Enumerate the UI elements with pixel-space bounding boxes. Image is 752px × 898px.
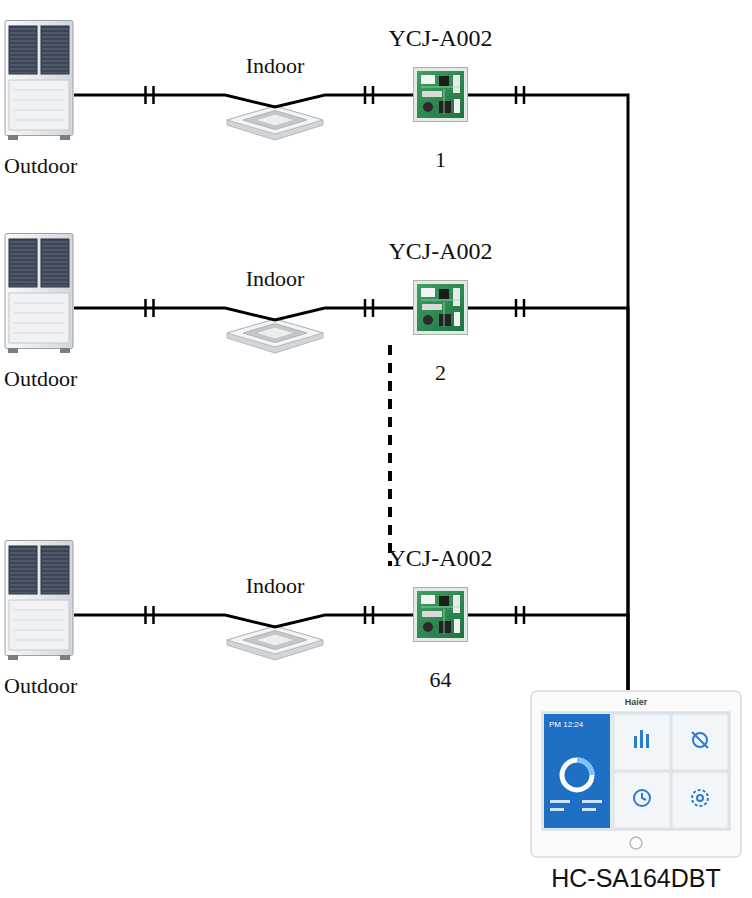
board-picture — [414, 588, 468, 642]
board-picture — [414, 68, 468, 122]
unit-label: Outdoor — [4, 673, 77, 698]
break-mark — [144, 299, 147, 317]
break-mark — [523, 299, 526, 317]
brand-label: Haier — [530, 697, 742, 707]
outdoor-unit-picture — [5, 21, 73, 141]
indoor-unit-picture — [225, 308, 325, 353]
indoor-unit-picture — [225, 95, 325, 140]
unit-label: Indoor — [246, 573, 305, 598]
signal-wire — [468, 308, 628, 690]
board-picture — [414, 281, 468, 335]
outdoor-node: Outdoor — [4, 20, 74, 140]
outdoor-unit-picture — [5, 234, 73, 354]
signal-wire — [325, 94, 413, 97]
break-mark — [364, 606, 367, 624]
indoor-node: Indoor — [225, 303, 325, 358]
signal-wire — [74, 307, 225, 310]
break-mark — [144, 86, 147, 104]
break-mark — [144, 606, 147, 624]
board-node: YCJ-A0021 — [413, 67, 468, 122]
break-mark — [372, 86, 375, 104]
outdoor-node: Outdoor — [4, 540, 74, 660]
break-mark — [515, 606, 518, 624]
board-node: YCJ-A0022 — [413, 280, 468, 335]
break-mark — [372, 606, 375, 624]
break-mark — [364, 86, 367, 104]
break-mark — [372, 299, 375, 317]
break-mark — [515, 86, 518, 104]
break-mark — [523, 86, 526, 104]
board-node: YCJ-A00264 — [413, 587, 468, 642]
break-mark — [364, 299, 367, 317]
unit-label: Outdoor — [4, 366, 77, 391]
break-mark — [152, 299, 155, 317]
callout-number: 2 — [435, 360, 446, 385]
signal-wire — [325, 307, 413, 310]
module-label: YCJ-A002 — [389, 25, 493, 53]
unit-label: Outdoor — [4, 153, 77, 178]
break-mark — [152, 86, 155, 104]
indoor-unit-picture — [225, 615, 325, 660]
signal-wire — [74, 614, 225, 617]
indoor-node: Indoor — [225, 90, 325, 145]
signal-wire — [325, 614, 413, 617]
screen-time: PM 12:24 — [549, 720, 583, 729]
break-mark — [515, 299, 518, 317]
signal-wire — [468, 615, 628, 690]
callout-number: 64 — [430, 667, 452, 692]
break-mark — [152, 606, 155, 624]
controller-picture — [531, 691, 741, 857]
outdoor-unit-picture — [5, 541, 73, 661]
outdoor-node: Outdoor — [4, 233, 74, 353]
controller-label: HC-SA164DBT — [551, 864, 721, 893]
continuation-dash — [388, 345, 392, 566]
callout-number: 1 — [435, 147, 446, 172]
signal-wire — [74, 94, 225, 97]
controller-node: HC-SA164DBTHaierPM 12:24 — [530, 690, 742, 858]
module-label: YCJ-A002 — [389, 545, 493, 573]
signal-wire — [468, 95, 628, 690]
module-label: YCJ-A002 — [389, 238, 493, 266]
unit-label: Indoor — [246, 53, 305, 78]
break-mark — [523, 606, 526, 624]
indoor-node: Indoor — [225, 610, 325, 665]
unit-label: Indoor — [246, 266, 305, 291]
